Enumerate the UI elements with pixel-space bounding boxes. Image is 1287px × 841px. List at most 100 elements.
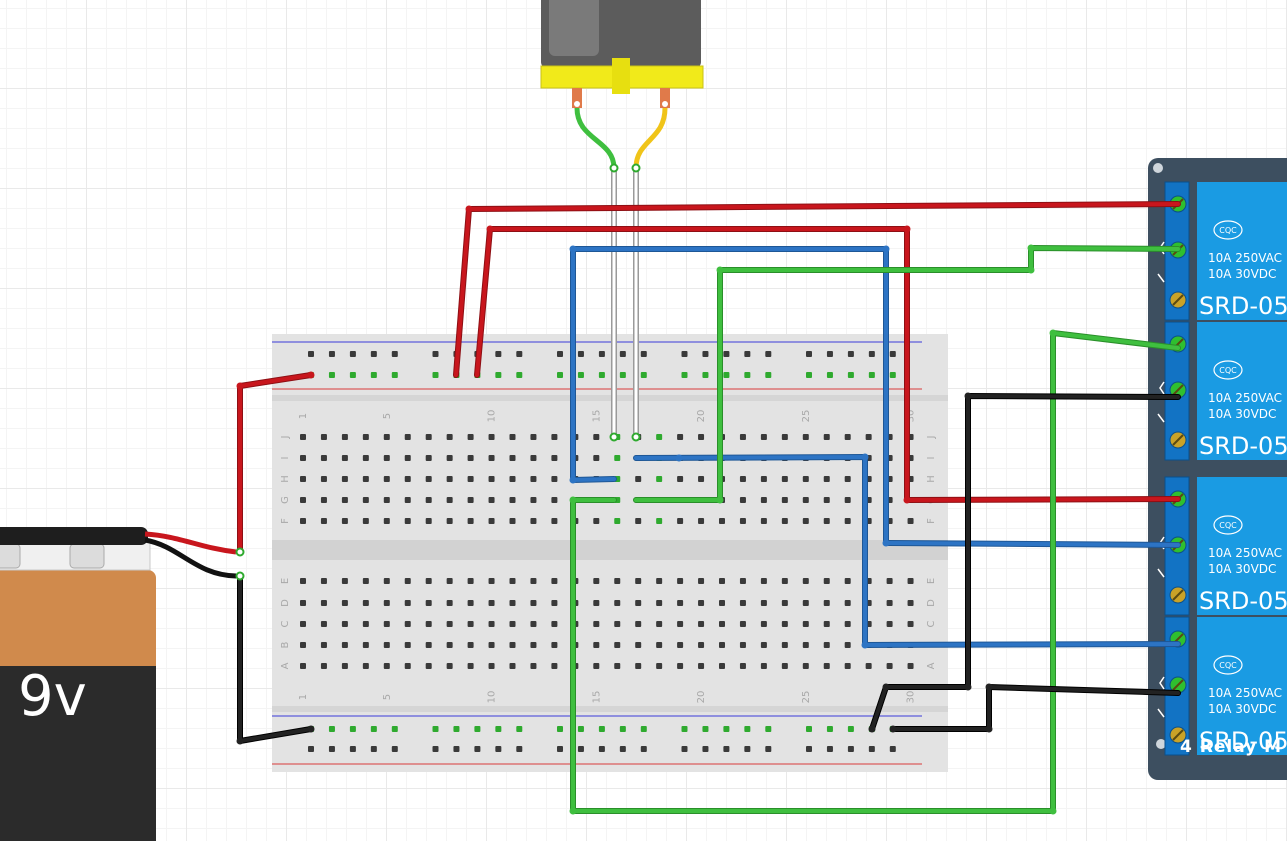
breadboard-hole (719, 600, 725, 606)
breadboard-hole (446, 578, 453, 584)
breadboard-rail-hole (516, 726, 523, 732)
breadboard-hole (907, 518, 914, 524)
breadboard-hole (467, 476, 474, 482)
breadboard-hole (488, 497, 495, 503)
relay-rating-dc: 10A 30VDC (1208, 407, 1276, 421)
dc-motor (540, 0, 704, 169)
breadboard-rail-hole (681, 746, 688, 752)
breadboard-hole (593, 663, 600, 669)
breadboard-hole (530, 434, 537, 440)
breadboard-hole (488, 642, 495, 648)
breadboard-rail-hole (847, 726, 854, 732)
breadboard-hole (509, 621, 516, 627)
breadboard-hole (781, 434, 788, 440)
breadboard-rail-hole (681, 726, 688, 732)
breadboard-hole (509, 578, 516, 584)
breadboard-hole (383, 497, 390, 503)
breadboard-hole (719, 642, 725, 648)
breadboard-rail-hole (702, 746, 709, 752)
breadboard-rail-hole (432, 351, 439, 357)
breadboard-hole (886, 578, 893, 584)
breadboard-rail-hole (640, 351, 647, 357)
breadboard-rail-hole (453, 746, 460, 752)
wire-endpoint (235, 571, 245, 581)
breadboard-hole (341, 455, 348, 461)
battery-lead-black (144, 537, 237, 579)
breadboard-hole (446, 518, 453, 524)
breadboard-hole (320, 434, 327, 440)
relay-screw-slot (1172, 679, 1184, 691)
breadboard-rail-divider-top (272, 395, 948, 401)
breadboard-hole (488, 621, 495, 627)
wire-green-relay-2 (571, 331, 1180, 813)
breadboard-rail-hole (328, 372, 335, 378)
breadboard-rail-hole (349, 351, 356, 357)
breadboard-hole (823, 497, 830, 503)
breadboard-hole (551, 642, 558, 648)
breadboard-hole (844, 578, 851, 584)
breadboard-hole (886, 663, 893, 669)
wire-blue-relay-3 (571, 247, 1180, 547)
wire-blue-relay-4 (634, 455, 1180, 647)
breadboard-hole (677, 518, 684, 524)
relay-model: SRD-05V (1199, 432, 1287, 460)
breadboard-hole (802, 663, 809, 669)
breadboard-hole (530, 455, 537, 461)
breadboard-rail-hole (598, 726, 605, 732)
breadboard-row-letter: F (280, 518, 291, 524)
breadboard-row-letter: A (926, 662, 937, 669)
wire-bend-point (1027, 244, 1035, 252)
breadboard-hole (844, 663, 851, 669)
breadboard-rail-hole (349, 372, 356, 378)
breadboard-hole (593, 578, 600, 584)
breadboard-hole (551, 518, 558, 524)
breadboard-hole (656, 663, 663, 669)
relay-switch-symbol (1157, 381, 1165, 423)
breadboard-hole (823, 600, 830, 606)
breadboard-rail-hole (308, 351, 314, 357)
breadboard-hole (404, 578, 411, 584)
wire-black-relay-4 (891, 685, 1180, 731)
relay-rating-dc: 10A 30VDC (1208, 562, 1276, 576)
breadboard-hole (425, 663, 432, 669)
breadboard-hole (844, 600, 851, 606)
breadboard-hole (844, 497, 851, 503)
breadboard-rail-hole (826, 726, 833, 732)
breadboard-column-number: 20 (696, 691, 707, 704)
breadboard-hole (635, 663, 642, 669)
relay-brand: CQC (1219, 661, 1237, 670)
breadboard-hole (530, 600, 537, 606)
wire-green-relay-1 (634, 246, 1180, 502)
battery-lead-red (144, 531, 237, 555)
breadboard-hole (551, 621, 558, 627)
relay-model: SRD-05V (1199, 727, 1287, 755)
wire-bend-point (964, 392, 972, 400)
wire-bend-point (882, 245, 890, 253)
breadboard-hole (425, 497, 432, 503)
breadboard-hole (488, 518, 495, 524)
breadboard-hole (383, 518, 390, 524)
breadboard-hole (467, 578, 474, 584)
wire-bend-point (569, 496, 577, 504)
breadboard-hole (488, 434, 495, 440)
breadboard-hole (425, 621, 432, 627)
breadboard-hole (844, 434, 851, 440)
breadboard-hole (593, 600, 600, 606)
breadboard-hole (656, 600, 663, 606)
breadboard-hole (488, 600, 495, 606)
breadboard-rail-hole (806, 746, 812, 752)
breadboard-hole (446, 642, 453, 648)
breadboard-column-number: 5 (382, 694, 393, 700)
breadboard-hole (551, 434, 558, 440)
breadboard-hole (362, 455, 369, 461)
relay-screw-slot (1172, 294, 1184, 306)
breadboard-hole (530, 518, 537, 524)
breadboard-hole (614, 518, 621, 524)
battery-9v: 9v (0, 527, 237, 841)
breadboard-column-number: 15 (591, 691, 602, 704)
breadboard-hole (593, 642, 600, 648)
breadboard-hole (739, 476, 746, 482)
breadboard-rail-hole (702, 372, 709, 378)
breadboard-hole (488, 455, 495, 461)
breadboard-hole (760, 600, 767, 606)
